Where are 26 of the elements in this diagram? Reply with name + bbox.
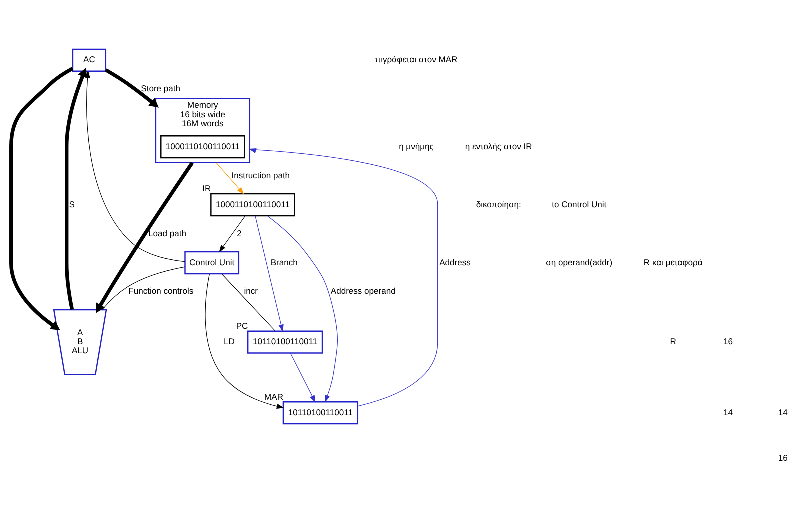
node-label: IR xyxy=(202,183,212,194)
label: 14 xyxy=(778,406,788,417)
node-label: MAR xyxy=(264,391,284,402)
edge-label: Instruction path xyxy=(232,170,290,180)
label: η εντολής στον IR xyxy=(465,140,532,151)
label: δικοποίηση: xyxy=(476,198,522,209)
label: πιγράφεται στον MAR xyxy=(375,54,458,64)
label: 16 xyxy=(724,336,734,346)
edge-label: S xyxy=(69,198,75,209)
edge-label: Address operand xyxy=(330,286,396,296)
label: η μνήμης xyxy=(399,140,434,151)
label: R και μεταφορά xyxy=(644,256,703,267)
edge-label: 2 xyxy=(237,228,242,238)
label: ση operand(addr) xyxy=(546,256,613,267)
label: 16 xyxy=(778,452,788,462)
label: R xyxy=(670,336,676,346)
label: to Control Unit xyxy=(552,198,607,209)
edge-label: Load path xyxy=(148,228,187,238)
edge-label: LD xyxy=(224,336,235,346)
edge-label: Address xyxy=(440,256,471,267)
edge-label: Function controls xyxy=(128,286,194,296)
label: 14 xyxy=(724,406,734,417)
edge-label: Branch xyxy=(270,256,298,267)
edge-label: incr xyxy=(244,286,258,296)
edge-label: Store path xyxy=(141,83,181,94)
node-label: PC xyxy=(236,320,248,331)
